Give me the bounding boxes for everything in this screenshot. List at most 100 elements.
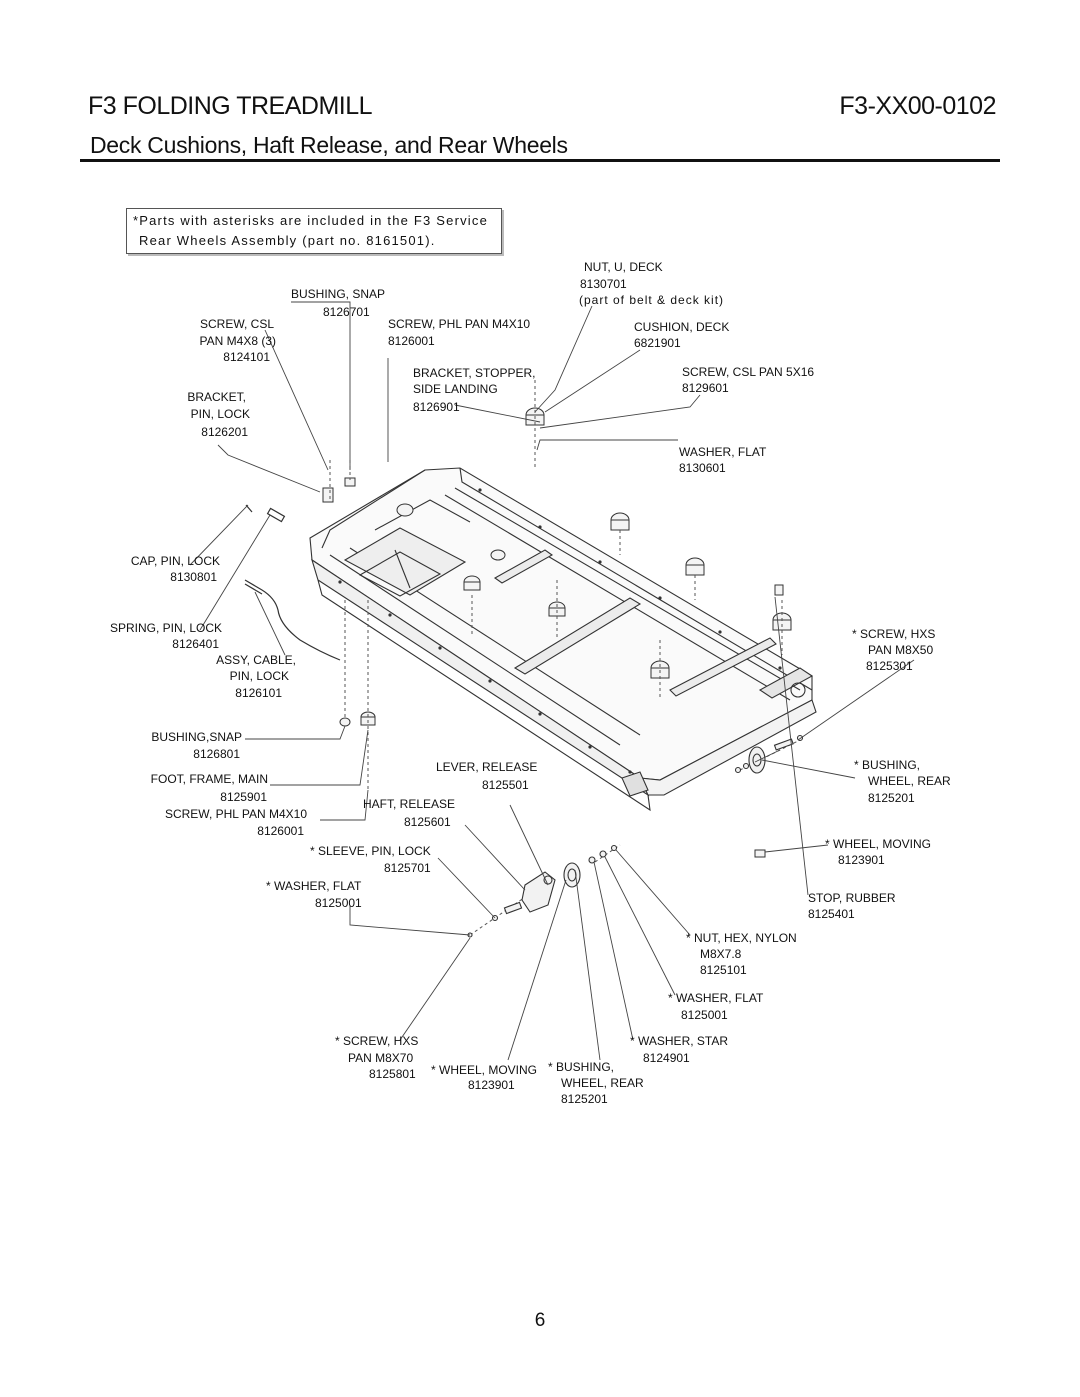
callout-cap-pin-lock: CAP, PIN, LOCK 8130801 [131, 554, 220, 584]
callout-washer-flat-bottom: * WASHER, FLAT 8125001 [668, 991, 764, 1022]
leader-lines [189, 301, 915, 1061]
callout-washer-flat-left: * WASHER, FLAT 8125001 [266, 879, 362, 910]
callout-name: ASSY, CABLE, [216, 653, 296, 667]
callout-name: WHEEL, REAR [561, 1076, 644, 1090]
callout-name: * BUSHING, [548, 1060, 614, 1074]
callout-part-number: 8129601 [682, 381, 729, 395]
callout-name: * WHEEL, MOVING [825, 837, 931, 851]
callout-name: SCREW, CSL [200, 317, 274, 331]
treadmill-frame-drawing [309, 467, 817, 812]
callout-screw-phl-pan-lower: SCREW, PHL PAN M4X10 8126001 [165, 807, 307, 838]
callout-part-number: 8124901 [643, 1051, 690, 1065]
callout-name: STOP, RUBBER [808, 891, 896, 905]
callout-part-number: 8125901 [220, 790, 267, 804]
callout-washer-star: * WASHER, STAR 8124901 [630, 1034, 728, 1065]
callout-bracket-stopper: BRACKET, STOPPER, SIDE LANDING 8126901 [413, 366, 535, 414]
callout-assy-cable-pin-lock: ASSY, CABLE, PIN, LOCK 8126101 [216, 653, 296, 700]
callout-name: SCREW, PHL PAN M4X10 [165, 807, 307, 821]
callout-spring-pin-lock: SPRING, PIN, LOCK 8126401 [110, 621, 222, 651]
callout-name: * NUT, HEX, NYLON [686, 931, 797, 945]
callout-part-number: 8125701 [384, 861, 431, 875]
rear-wheel-right [734, 734, 804, 774]
callout-name: LEVER, RELEASE [436, 760, 537, 774]
callout-name: * SCREW, HXS [852, 627, 935, 641]
asterisk-note-box: *Parts with asterisks are included in th… [126, 208, 502, 254]
callout-part-number: 8130701 [580, 277, 627, 291]
callout-screw-csl-pan-5x16: SCREW, CSL PAN 5X16 8129601 [682, 365, 814, 395]
callout-name: * WHEEL, MOVING [431, 1063, 537, 1077]
callout-haft-release: HAFT, RELEASE 8125601 [363, 797, 455, 829]
callout-name: PAN M8X70 [348, 1051, 413, 1065]
callout-washer-flat-right: WASHER, FLAT 8130601 [679, 445, 767, 475]
callout-wheel-moving-bottom: * WHEEL, MOVING 8123901 [431, 1063, 537, 1092]
callout-name: PIN, LOCK [191, 407, 250, 421]
callout-name: PAN M8X50 [868, 643, 933, 657]
callout-name: CUSHION, DECK [634, 320, 729, 334]
page-number: 6 [534, 1310, 546, 1331]
callout-name: BUSHING,SNAP [151, 730, 242, 744]
callout-lever-release: LEVER, RELEASE 8125501 [436, 760, 537, 792]
document-subtitle: Deck Cushions, Haft Release, and Rear Wh… [90, 132, 568, 158]
callout-name: * WASHER, FLAT [266, 879, 362, 893]
callout-part-number: 8125401 [808, 907, 855, 921]
callout-name: BRACKET, [187, 390, 246, 404]
callout-screw-hxs-m8x70: * SCREW, HXS PAN M8X70 8125801 [335, 1034, 418, 1081]
callout-nut-u-deck: NUT, U, DECK 8130701 (part of belt & dec… [579, 260, 724, 307]
callout-screw-hxs-m8x50: * SCREW, HXS PAN M8X50 8125301 [852, 627, 935, 673]
callout-name: PIN, LOCK [230, 669, 289, 683]
callout-bushing-wheel-rear-right: * BUSHING, WHEEL, REAR 8125201 [854, 758, 951, 805]
callout-name: WHEEL, REAR [868, 774, 951, 788]
callout-part-number: 6821901 [634, 336, 681, 350]
callout-name: SCREW, PHL PAN M4X10 [388, 317, 530, 331]
callout-part-number: 8126401 [172, 637, 219, 651]
callout-bushing-wheel-rear-bottom: * BUSHING, WHEEL, REAR 8125201 [548, 1060, 644, 1106]
callout-part-number: 8125801 [369, 1067, 416, 1081]
callout-part-number: 8125201 [561, 1092, 608, 1106]
callout-part-number: 8125101 [700, 963, 747, 977]
callout-foot-frame-main: FOOT, FRAME, MAIN 8125901 [151, 772, 268, 804]
callout-name: BRACKET, STOPPER, [413, 366, 535, 380]
callout-bracket-pin-lock: BRACKET, PIN, LOCK 8126201 [187, 390, 250, 439]
callout-part-number: 8126801 [193, 747, 240, 761]
callout-part-number: 8125201 [868, 791, 915, 805]
callout-name: SCREW, CSL PAN 5X16 [682, 365, 814, 379]
callout-part-number: 8125001 [315, 896, 362, 910]
callout-part-number: 8126001 [257, 824, 304, 838]
callout-name: WASHER, FLAT [679, 445, 767, 459]
callout-sleeve-pin-lock: * SLEEVE, PIN, LOCK 8125701 [310, 844, 431, 875]
callout-name: * SLEEVE, PIN, LOCK [310, 844, 431, 858]
release-lever-assembly [467, 844, 618, 938]
callout-name: FOOT, FRAME, MAIN [151, 772, 268, 786]
callout-part-number: 8124101 [223, 350, 270, 364]
callout-name: CAP, PIN, LOCK [131, 554, 220, 568]
callout-name: * SCREW, HXS [335, 1034, 418, 1048]
callout-name: * WASHER, FLAT [668, 991, 764, 1005]
callout-name: SPRING, PIN, LOCK [110, 621, 222, 635]
callout-screw-csl-pan-m4x8: SCREW, CSL PAN M4X8 (3) 8124101 [200, 317, 276, 364]
callout-part-number: 8130601 [679, 461, 726, 475]
callout-part-number: 8126701 [323, 305, 370, 319]
note-line-2: Rear Wheels Assembly (part no. 8161501). [139, 233, 436, 248]
callout-name: BUSHING, SNAP [291, 287, 385, 301]
callout-part-number: 8125501 [482, 778, 529, 792]
callout-screw-phl-pan-top: SCREW, PHL PAN M4X10 8126001 [388, 317, 530, 348]
callout-part-number: 8125001 [681, 1008, 728, 1022]
callout-wheel-moving-right: * WHEEL, MOVING 8123901 [825, 837, 931, 867]
callout-part-number: 8126101 [235, 686, 282, 700]
callout-part-number: 8126001 [388, 334, 435, 348]
header-rule [80, 159, 1000, 162]
callout-name: * WASHER, STAR [630, 1034, 728, 1048]
callout-name: M8X7.8 [700, 947, 742, 961]
callout-name: SIDE LANDING [413, 382, 498, 396]
callout-part-number: 8125301 [866, 659, 913, 673]
callout-bushing-snap-lower: BUSHING,SNAP 8126801 [151, 730, 242, 761]
callout-part-number: 8126901 [413, 400, 460, 414]
callout-name: PAN M4X8 (3) [200, 334, 276, 348]
callout-name: NUT, U, DECK [584, 260, 663, 274]
callout-part-number: 8125601 [404, 815, 451, 829]
callout-bushing-snap-top: BUSHING, SNAP 8126701 [291, 287, 385, 319]
callout-name: HAFT, RELEASE [363, 797, 455, 811]
note-line-1: *Parts with asterisks are included in th… [133, 213, 489, 228]
callout-note: (part of belt & deck kit) [579, 293, 724, 307]
